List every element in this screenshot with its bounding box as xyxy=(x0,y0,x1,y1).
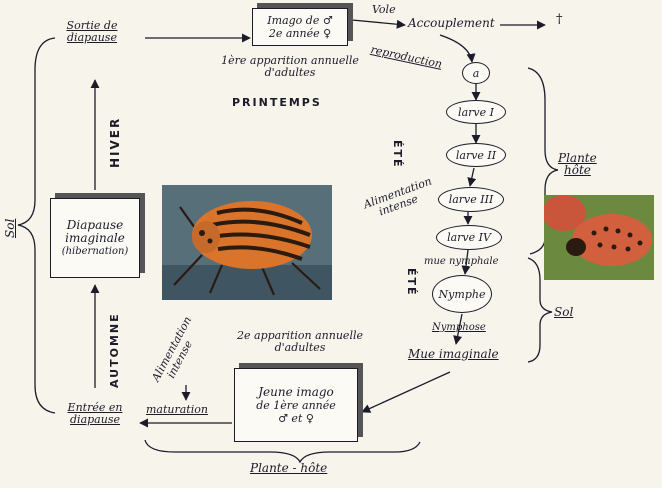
larva-illustration xyxy=(544,195,654,280)
plante-hote-right-label: Plante hôte xyxy=(558,151,597,177)
printemps-label: PRINTEMPS xyxy=(232,96,322,109)
arrow-imago-to-accouplement xyxy=(351,19,406,29)
nymphe-node: Nymphe xyxy=(432,275,492,313)
arrow-larve2-to-larve3 xyxy=(467,167,477,187)
larve-3-node: larve III xyxy=(438,187,504,212)
colorado-beetle-photo xyxy=(162,185,332,300)
diapause-imaginale-box: Diapause imaginale (hibernation) xyxy=(50,198,140,278)
arrow-mue-to-jeune-imago xyxy=(361,371,451,413)
imago-2e-annee-box: Imago de ♂ 2e année ♀ xyxy=(252,8,348,46)
first-apparition-label: 1ère apparition annuelle d'adultes xyxy=(221,54,359,79)
egg-node: a xyxy=(462,62,490,84)
accouplement-label: Accouplement xyxy=(408,16,495,30)
brace-sol-right xyxy=(527,257,553,363)
jeune-imago-box: Jeune imago de 1ère année ♂ et ♀ xyxy=(234,368,358,442)
mue-imaginale-label: Mue imaginale xyxy=(408,347,499,361)
colorado-beetle-larva-photo xyxy=(544,195,654,280)
entree-diapause-label: Entrée en diapause xyxy=(67,401,123,426)
mue-nymphale-label: mue nymphale xyxy=(424,256,499,267)
death-dagger: † xyxy=(556,12,563,27)
ete-label-1: ÉTÉ xyxy=(391,140,404,169)
larve-4-node: larve IV xyxy=(436,225,502,250)
arrow-nymphe-to-mue xyxy=(453,313,463,345)
beetle-illustration xyxy=(162,185,332,300)
ete-label-2: ÉTÉ xyxy=(405,268,418,297)
hiver-label: HIVER xyxy=(108,116,122,168)
second-apparition-label: 2e apparition annuelle d'adultes xyxy=(237,329,363,354)
vole-label: Vole xyxy=(372,3,396,16)
arrow-larve4-to-nymphe xyxy=(461,249,471,275)
automne-label: AUTOMNE xyxy=(108,312,121,388)
maturation-label: maturation xyxy=(146,403,208,416)
arrow-accouplement-to-egg xyxy=(439,34,476,63)
nymphose-label: Nymphose xyxy=(432,322,486,333)
sol-left-label: Sol xyxy=(3,218,17,238)
larve-1-node: larve I xyxy=(446,100,506,124)
plante-hote-bottom-label: Plante - hôte xyxy=(250,461,328,475)
brace-plante-hote-bottom xyxy=(144,439,421,464)
sortie-diapause-label: Sortie de diapause xyxy=(66,19,118,44)
larve-2-node: larve II xyxy=(446,143,506,167)
brace-sol-left xyxy=(17,37,56,414)
sol-right-label: Sol xyxy=(554,305,574,319)
